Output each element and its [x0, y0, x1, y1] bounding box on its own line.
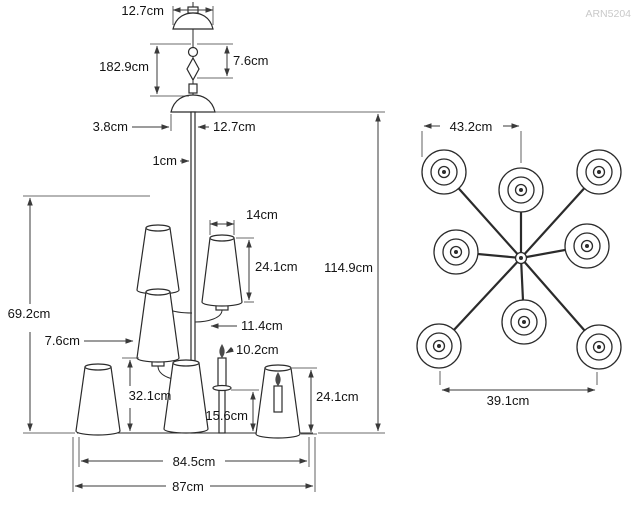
exposed-candle	[212, 344, 232, 392]
dim-overall-width: 87cm	[72, 437, 316, 494]
dim-canopy-width: 12.7cm	[121, 3, 214, 25]
shade-upper-right	[201, 234, 243, 307]
top-view: 43.2cm 39.1cm	[416, 119, 622, 408]
shade-body	[163, 362, 209, 434]
chain-finial	[186, 56, 200, 82]
dim-upper-shade-height-label: 24.1cm	[255, 259, 298, 274]
shade-lower-right	[255, 364, 301, 439]
dim-body-height-label: 69.2cm	[8, 306, 51, 321]
dim-arm-drop: 15.6cm	[205, 389, 259, 432]
shade-body	[136, 291, 180, 363]
flame-icon	[275, 372, 281, 386]
dim-lower-spacing: 39.1cm	[439, 371, 598, 408]
upper-arm-right	[194, 309, 223, 323]
shade-upper-left	[136, 224, 180, 295]
dim-canopy-width-label: 12.7cm	[121, 3, 164, 18]
shade-mid-left	[136, 288, 180, 363]
dim-arm-offset-label: 7.6cm	[45, 333, 80, 348]
flame-icon	[219, 344, 225, 358]
shade-top-nw	[421, 149, 467, 195]
stem-collar	[188, 83, 198, 94]
shade-rim	[145, 224, 171, 232]
shade-top-w	[433, 229, 479, 275]
shade-body	[136, 227, 180, 295]
shade-lower-center	[163, 359, 209, 434]
dim-suspension-length-label: 182.9cm	[99, 59, 149, 74]
dim-backplate-width-label: 12.7cm	[213, 119, 256, 134]
dim-candle-height: 10.2cm	[225, 342, 279, 357]
dim-suspension-length: 182.9cm	[99, 43, 191, 97]
shade-top-s	[501, 299, 547, 345]
dim-overall-height-label: 114.9cm	[324, 260, 373, 275]
canopy	[172, 12, 214, 30]
dim-lower-shade-height: 24.1cm	[292, 367, 359, 435]
shade-lower-left	[75, 363, 121, 436]
dim-shade-top-width-label: 14cm	[246, 207, 278, 222]
candle-in-shade	[273, 385, 283, 413]
dim-shade-spacing: 11.4cm	[210, 318, 283, 333]
dim-body-height: 69.2cm	[8, 195, 150, 434]
shade-body	[75, 366, 121, 436]
dim-arm-offset: 7.6cm	[45, 333, 134, 348]
dim-candle-height-label: 10.2cm	[236, 342, 279, 357]
candle-body	[217, 357, 227, 387]
dim-overall-height: 114.9cm	[197, 111, 385, 434]
dim-arm-span-label: 84.5cm	[173, 454, 216, 469]
shade-body	[201, 237, 243, 307]
dim-lower-shade-height-label: 24.1cm	[316, 389, 359, 404]
chain-ball	[187, 46, 199, 58]
dim-lower-spacing-label: 39.1cm	[487, 393, 530, 408]
shade-top-sw	[416, 323, 462, 369]
dim-shade-spacing-label: 11.4cm	[241, 318, 283, 333]
dim-stem-width-label: 1cm	[152, 153, 177, 168]
shade-top-se	[576, 324, 622, 370]
dim-arm-drop-label: 15.6cm	[205, 408, 248, 423]
dim-arm-span: 84.5cm	[78, 437, 310, 469]
product-code-watermark: ARN5204	[585, 8, 631, 20]
shade-rim	[209, 234, 235, 242]
dim-upper-shade-height: 24.1cm	[236, 237, 298, 303]
dim-canopy-height-label: 7.6cm	[233, 53, 268, 68]
dim-backplate-width: 12.7cm	[197, 119, 256, 134]
shade-top-n	[498, 167, 544, 213]
body-dome	[170, 94, 216, 113]
dim-shade-top-width: 14cm	[209, 207, 278, 235]
shade-top-ne	[576, 149, 622, 195]
drip-pan	[212, 384, 232, 392]
dim-stem-width: 1cm	[152, 153, 190, 168]
dim-stem-offset: 3.8cm	[93, 114, 172, 134]
dim-lower-section-height: 32.1cm	[122, 357, 172, 432]
shade-top-e	[564, 223, 610, 269]
dim-upper-spacing: 43.2cm	[421, 119, 522, 163]
dim-stem-offset-label: 3.8cm	[93, 119, 128, 134]
dim-canopy-height: 7.6cm	[197, 43, 268, 79]
dim-overall-width-label: 87cm	[172, 479, 204, 494]
dim-upper-spacing-label: 43.2cm	[450, 119, 493, 134]
side-view: 12.7cm 182.9cm 7.6cm 3.8cm 12.7cm 1cm	[8, 2, 385, 494]
shade-rim	[264, 364, 292, 372]
shade-rim	[84, 363, 112, 371]
center-hub	[514, 251, 528, 265]
shade-rim	[172, 359, 200, 367]
dim-lower-section-height-label: 32.1cm	[129, 388, 172, 403]
shade-rim	[145, 288, 171, 296]
